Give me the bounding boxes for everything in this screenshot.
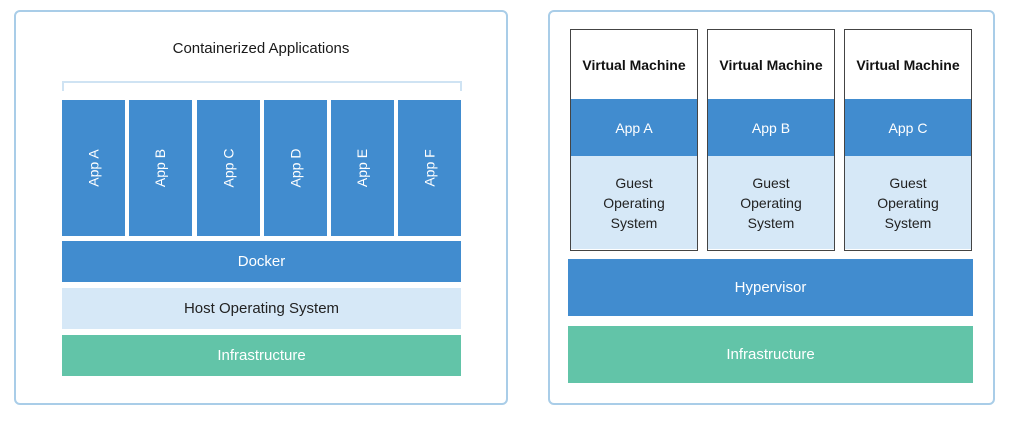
vm-guest-os: Guest Operating System xyxy=(708,156,834,249)
app-b-container: App B xyxy=(129,100,192,236)
app-f-container: App F xyxy=(398,100,461,236)
vm-title: Virtual Machine xyxy=(719,56,823,73)
app-label: App F xyxy=(421,149,438,187)
host-os-layer: Host Operating System xyxy=(62,288,461,329)
app-d-container: App D xyxy=(264,100,327,236)
virtual-machine-2: Virtual Machine App B Guest Operating Sy… xyxy=(707,29,835,251)
app-a-container: App A xyxy=(62,100,125,236)
virtual-machine-3: Virtual Machine App C Guest Operating Sy… xyxy=(844,29,972,251)
vm-app: App A xyxy=(571,99,697,156)
vm-app: App C xyxy=(845,99,971,156)
vm-title: Virtual Machine xyxy=(582,56,686,73)
app-e-container: App E xyxy=(331,100,394,236)
vm-guest-os: Guest Operating System xyxy=(845,156,971,249)
vm-infrastructure-layer: Infrastructure xyxy=(568,326,973,383)
apps-bracket xyxy=(62,81,462,91)
vm-guest-os: Guest Operating System xyxy=(571,156,697,249)
app-label: App B xyxy=(152,148,169,188)
app-label: App D xyxy=(287,148,304,188)
containers-title: Containerized Applications xyxy=(172,40,350,57)
docker-layer: Docker xyxy=(62,241,461,282)
app-label: App A xyxy=(85,149,102,187)
virtual-machine-1: Virtual Machine App A Guest Operating Sy… xyxy=(570,29,698,251)
infrastructure-layer: Infrastructure xyxy=(62,335,461,376)
containers-panel: Containerized Applications App A App B A… xyxy=(14,10,508,405)
app-label: App E xyxy=(354,148,371,188)
vm-app: App B xyxy=(708,99,834,156)
app-label: App C xyxy=(220,148,237,188)
app-c-container: App C xyxy=(197,100,260,236)
vms-panel: Virtual Machine App A Guest Operating Sy… xyxy=(548,10,995,405)
vm-title: Virtual Machine xyxy=(856,56,960,73)
hypervisor-layer: Hypervisor xyxy=(568,259,973,316)
